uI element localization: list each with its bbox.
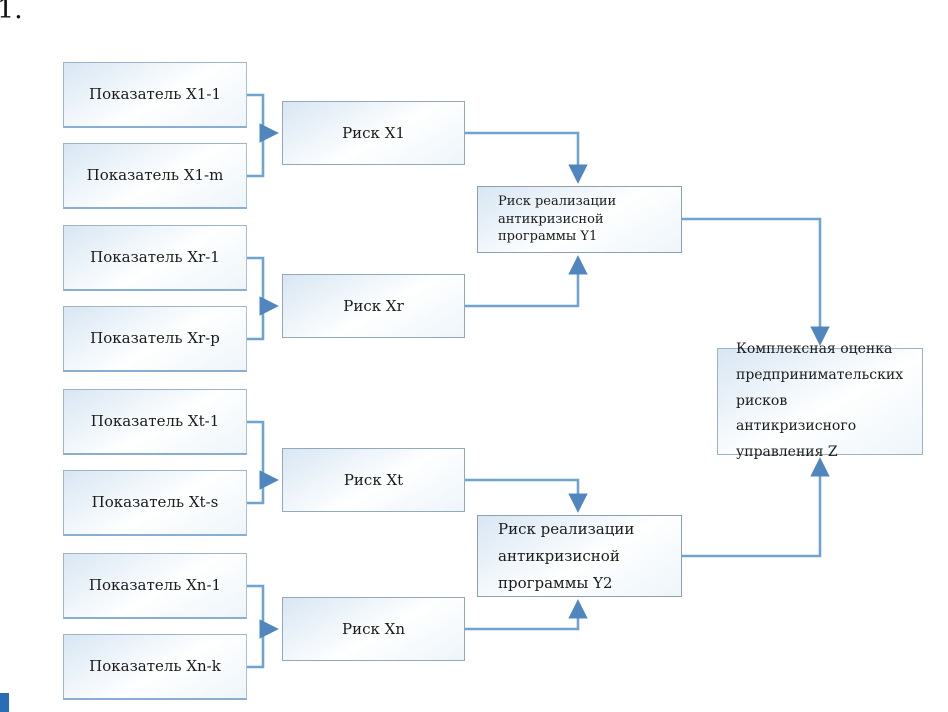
box-label: Показатель Xn-k (89, 657, 221, 676)
bracket-x1-pair (247, 93, 265, 178)
box-risk-xn: Риск Xn (282, 597, 465, 661)
box-label: Комплексная оценка предпринимательских р… (736, 340, 904, 461)
page-corner-mark (0, 693, 9, 712)
arrow-y2-to-z (682, 457, 830, 558)
box-label: Риск Xr (343, 296, 404, 315)
box-label: Показатель X1-m (86, 166, 224, 185)
box-indicator-xn-k: Показатель Xn-k (63, 634, 247, 700)
box-label: Риск Xt (343, 470, 404, 489)
box-label: Показатель X1-1 (88, 85, 222, 104)
arrow-y1-to-z (682, 217, 830, 346)
box-indicator-xn-1: Показатель Xn-1 (63, 553, 247, 619)
bracket-xt-pair (247, 420, 265, 505)
box-indicator-xt-1: Показатель Xt-1 (63, 389, 247, 455)
box-label: Риск X1 (342, 123, 405, 142)
box-indicator-x1-m: Показатель X1-m (63, 143, 247, 209)
box-program-risk-y1: Риск реализации антикризисной программы … (477, 186, 682, 253)
page-item-number: 1. (0, 0, 23, 25)
arrow-risk-xr-to-y1 (465, 255, 588, 308)
bracket-xn-pair (247, 584, 265, 669)
box-risk-xr: Риск Xr (282, 274, 465, 338)
box-label: Показатель Xt-s (91, 493, 219, 512)
arrow-risk-xn-to-y2 (465, 599, 588, 631)
bracket-xr-pair (247, 256, 265, 341)
box-label: Показатель Xr-p (90, 329, 220, 348)
arrow-risk-x1-to-y1 (465, 131, 588, 184)
box-program-risk-y2: Риск реализации антикризисной программы … (477, 515, 682, 597)
box-label: Показатель Xr-1 (90, 248, 220, 267)
box-label: Риск Xn (342, 619, 405, 638)
box-risk-xt: Риск Xt (282, 448, 465, 512)
box-indicator-xr-1: Показатель Xr-1 (63, 225, 247, 291)
arrow-risk-xt-to-y2 (465, 478, 588, 513)
box-label: Показатель Xn-1 (88, 576, 222, 595)
box-indicator-x1-1: Показатель X1-1 (63, 62, 247, 128)
box-risk-x1: Риск X1 (282, 101, 465, 165)
box-label: Показатель Xt-1 (90, 412, 220, 431)
box-label: Риск реализации антикризисной программы … (498, 519, 635, 592)
box-indicator-xr-p: Показатель Xr-p (63, 306, 247, 372)
box-label: Риск реализации антикризисной программы … (498, 194, 617, 245)
box-indicator-xt-s: Показатель Xt-s (63, 470, 247, 536)
box-complex-assessment-z: Комплексная оценка предпринимательских р… (717, 341, 923, 460)
